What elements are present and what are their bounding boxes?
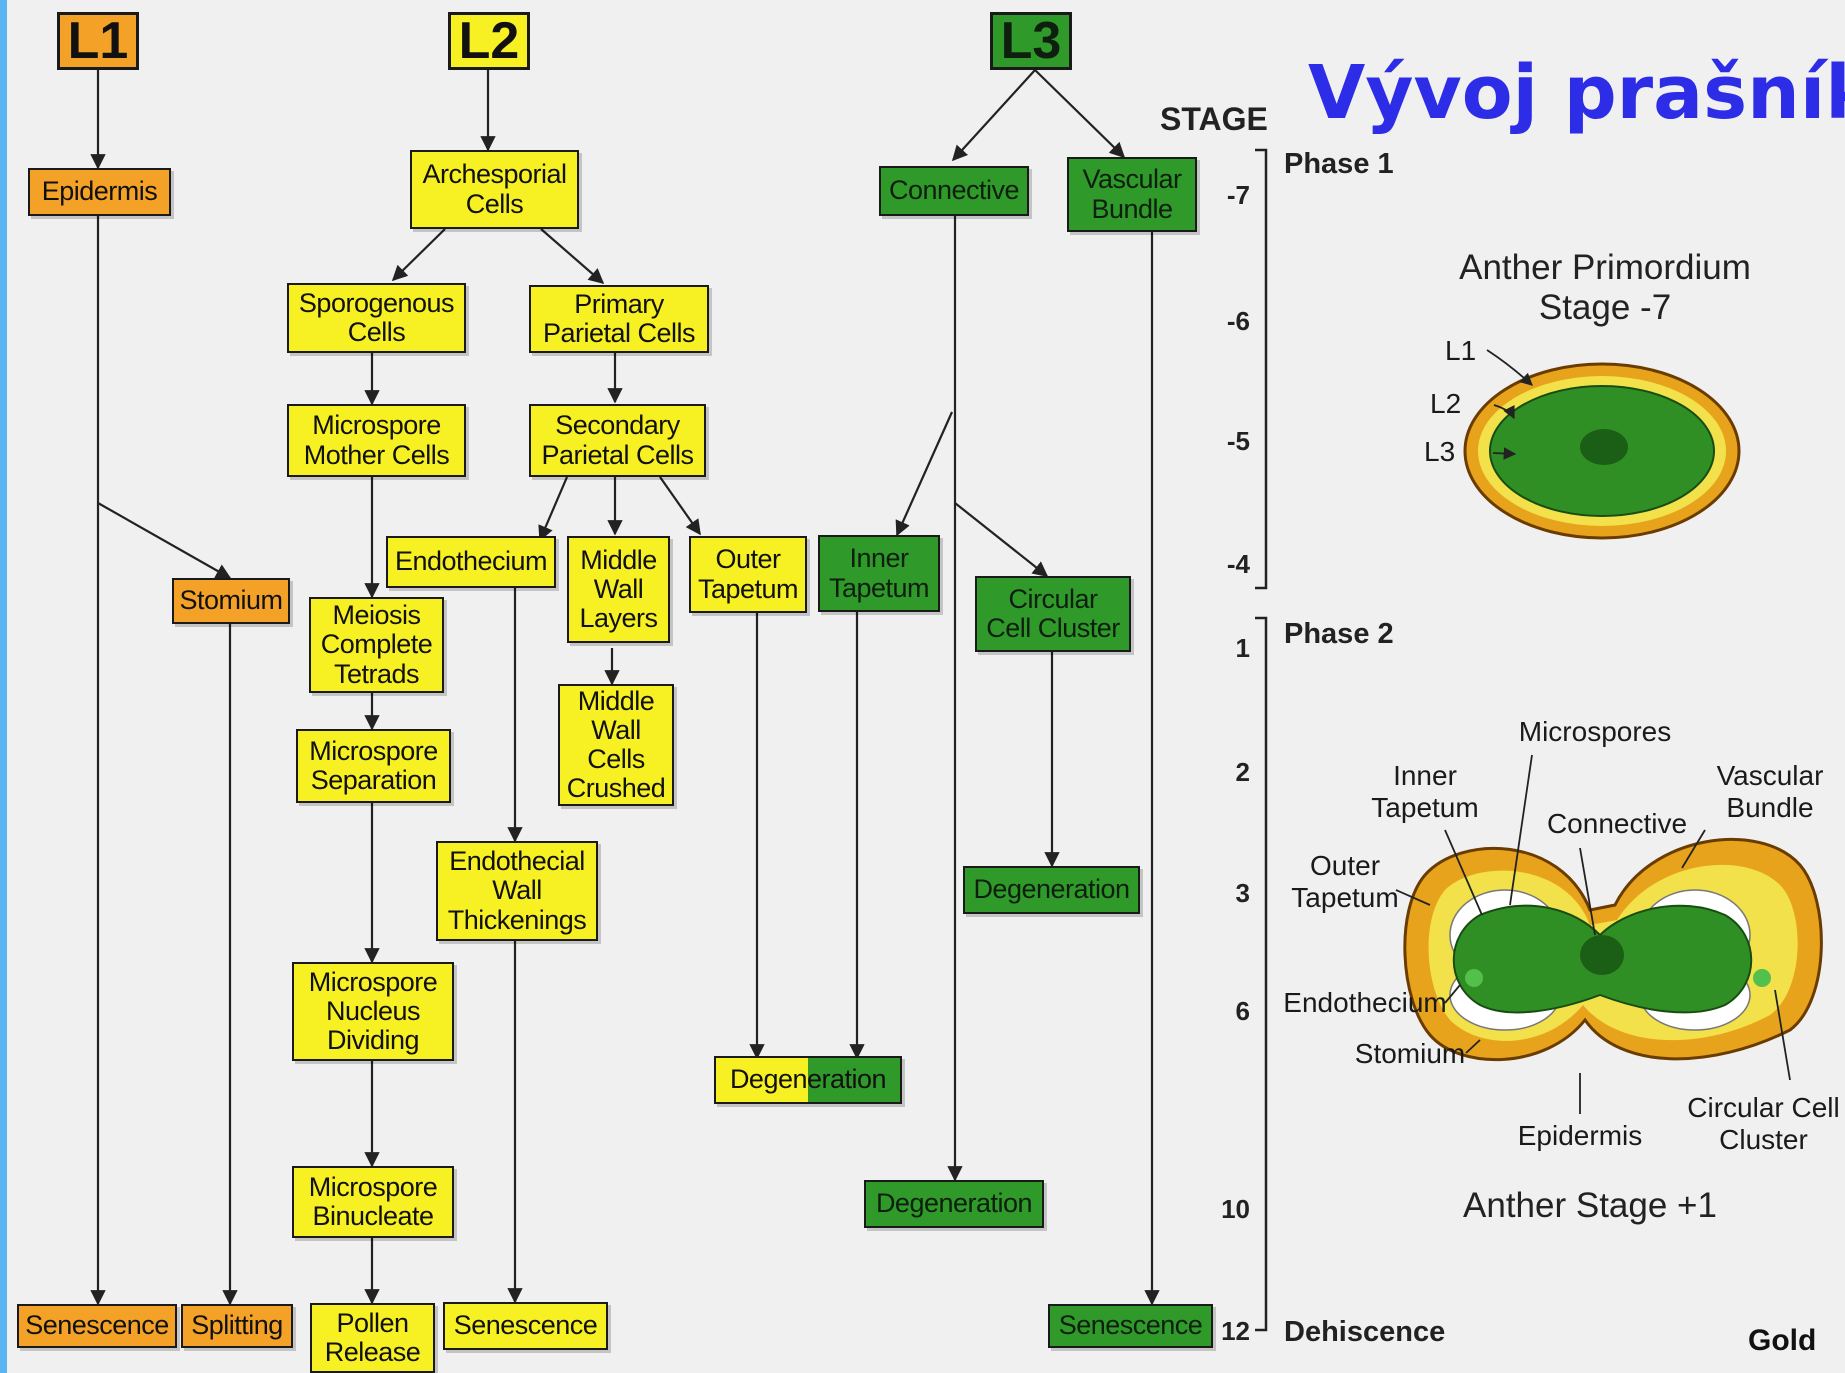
anther-label-microspores: Microspores: [1518, 716, 1672, 747]
stage-number: 3: [1235, 878, 1250, 908]
anther-primordium-figure: [1463, 362, 1741, 540]
stage-number: 1: [1235, 633, 1250, 663]
layer-l2-label: L2: [448, 12, 530, 70]
stage-number: 12: [1221, 1316, 1250, 1346]
microspore-nucleus-dividing-box: Microspore Nucleus Dividing: [292, 962, 454, 1061]
anther-stage-caption: Anther Stage +1: [1463, 1186, 1717, 1225]
stage-number: -7: [1226, 180, 1250, 210]
primary-parietal-cells-box: Primary Parietal Cells: [529, 285, 709, 353]
circular-cell-cluster-box: Circular Cell Cluster: [975, 576, 1131, 652]
phase-2-label: Phase 2: [1284, 618, 1394, 650]
middle-wall-layers-box: Middle Wall Layers: [567, 536, 670, 643]
stage-number: 10: [1221, 1194, 1250, 1224]
connective-box: Connective: [879, 166, 1029, 216]
archesporial-cells-box: Archesporial Cells: [410, 150, 579, 229]
stage-number: -6: [1226, 306, 1250, 336]
splitting-box: Splitting: [181, 1304, 293, 1348]
anther-label-inner-tapetum: Inner Tapetum: [1371, 760, 1479, 824]
senescence-l2-box: Senescence: [443, 1302, 608, 1350]
anther-label-stomium: Stomium: [1354, 1038, 1466, 1069]
dehiscence-label: Dehiscence: [1284, 1316, 1446, 1348]
sporogenous-cells-box: Sporogenous Cells: [287, 283, 466, 353]
credit-text: Gold: [1748, 1324, 1817, 1357]
meiosis-complete-tetrads-box: Meiosis Complete Tetrads: [309, 597, 444, 693]
epidermis-box: Epidermis: [28, 168, 171, 216]
degeneration-connective-box: Degeneration: [864, 1180, 1044, 1228]
layer-l1-label: L1: [57, 12, 139, 70]
stage-number: -5: [1226, 426, 1250, 456]
vascular-bundle-box: Vascular Bundle: [1067, 157, 1197, 232]
anther-label-outer-tapetum: Outer Tapetum: [1291, 850, 1399, 914]
inner-tapetum-box: Inner Tapetum: [818, 535, 940, 612]
microspore-mother-cells-box: Microspore Mother Cells: [287, 404, 466, 477]
degeneration-tapetum-box: Degeneration: [714, 1056, 902, 1104]
microspore-binucleate-box: Microspore Binucleate: [292, 1166, 454, 1238]
primordium-label-l3: L3: [1424, 436, 1456, 467]
senescence-l3-box: Senescence: [1048, 1304, 1213, 1348]
anther-label-endothecium: Endothecium: [1283, 987, 1447, 1018]
stage-header: STAGE: [1160, 101, 1268, 137]
microspore-separation-box: Microspore Separation: [296, 729, 451, 803]
phase-1-label: Phase 1: [1284, 148, 1394, 180]
anther-label-circular-cell-cluster: Circular Cell Cluster: [1687, 1092, 1840, 1156]
endothecial-wall-thickenings-box: Endothecial Wall Thickenings: [436, 841, 598, 941]
degeneration-circular-box: Degeneration: [963, 866, 1140, 914]
primordium-label-l1: L1: [1445, 335, 1477, 366]
layer-l3-label: L3: [990, 12, 1072, 70]
primordium-label-l2: L2: [1430, 388, 1462, 419]
left-accent-bar: [0, 0, 7, 1373]
secondary-parietal-cells-box: Secondary Parietal Cells: [529, 404, 706, 477]
outer-tapetum-box: Outer Tapetum: [689, 536, 807, 613]
page-title: Vývoj prašníku: [1308, 50, 1845, 136]
stomium-box: Stomium: [172, 578, 290, 624]
primordium-caption: Anther Primordium Stage -7: [1459, 248, 1751, 327]
stage-number: 6: [1235, 996, 1250, 1026]
anther-label-vascular-bundle: Vascular Bundle: [1716, 760, 1824, 824]
stage-number: 2: [1235, 757, 1250, 787]
senescence-l1-box: Senescence: [17, 1304, 177, 1348]
endothecium-box: Endothecium: [386, 536, 556, 588]
middle-wall-cells-crushed-box: Middle Wall Cells Crushed: [558, 684, 674, 806]
anther-label-epidermis: Epidermis: [1517, 1120, 1643, 1151]
pollen-release-box: Pollen Release: [310, 1303, 435, 1373]
anther-label-connective: Connective: [1546, 808, 1688, 839]
anther-cross-section-figure: [1403, 837, 1823, 1062]
stage-number: -4: [1226, 549, 1250, 579]
